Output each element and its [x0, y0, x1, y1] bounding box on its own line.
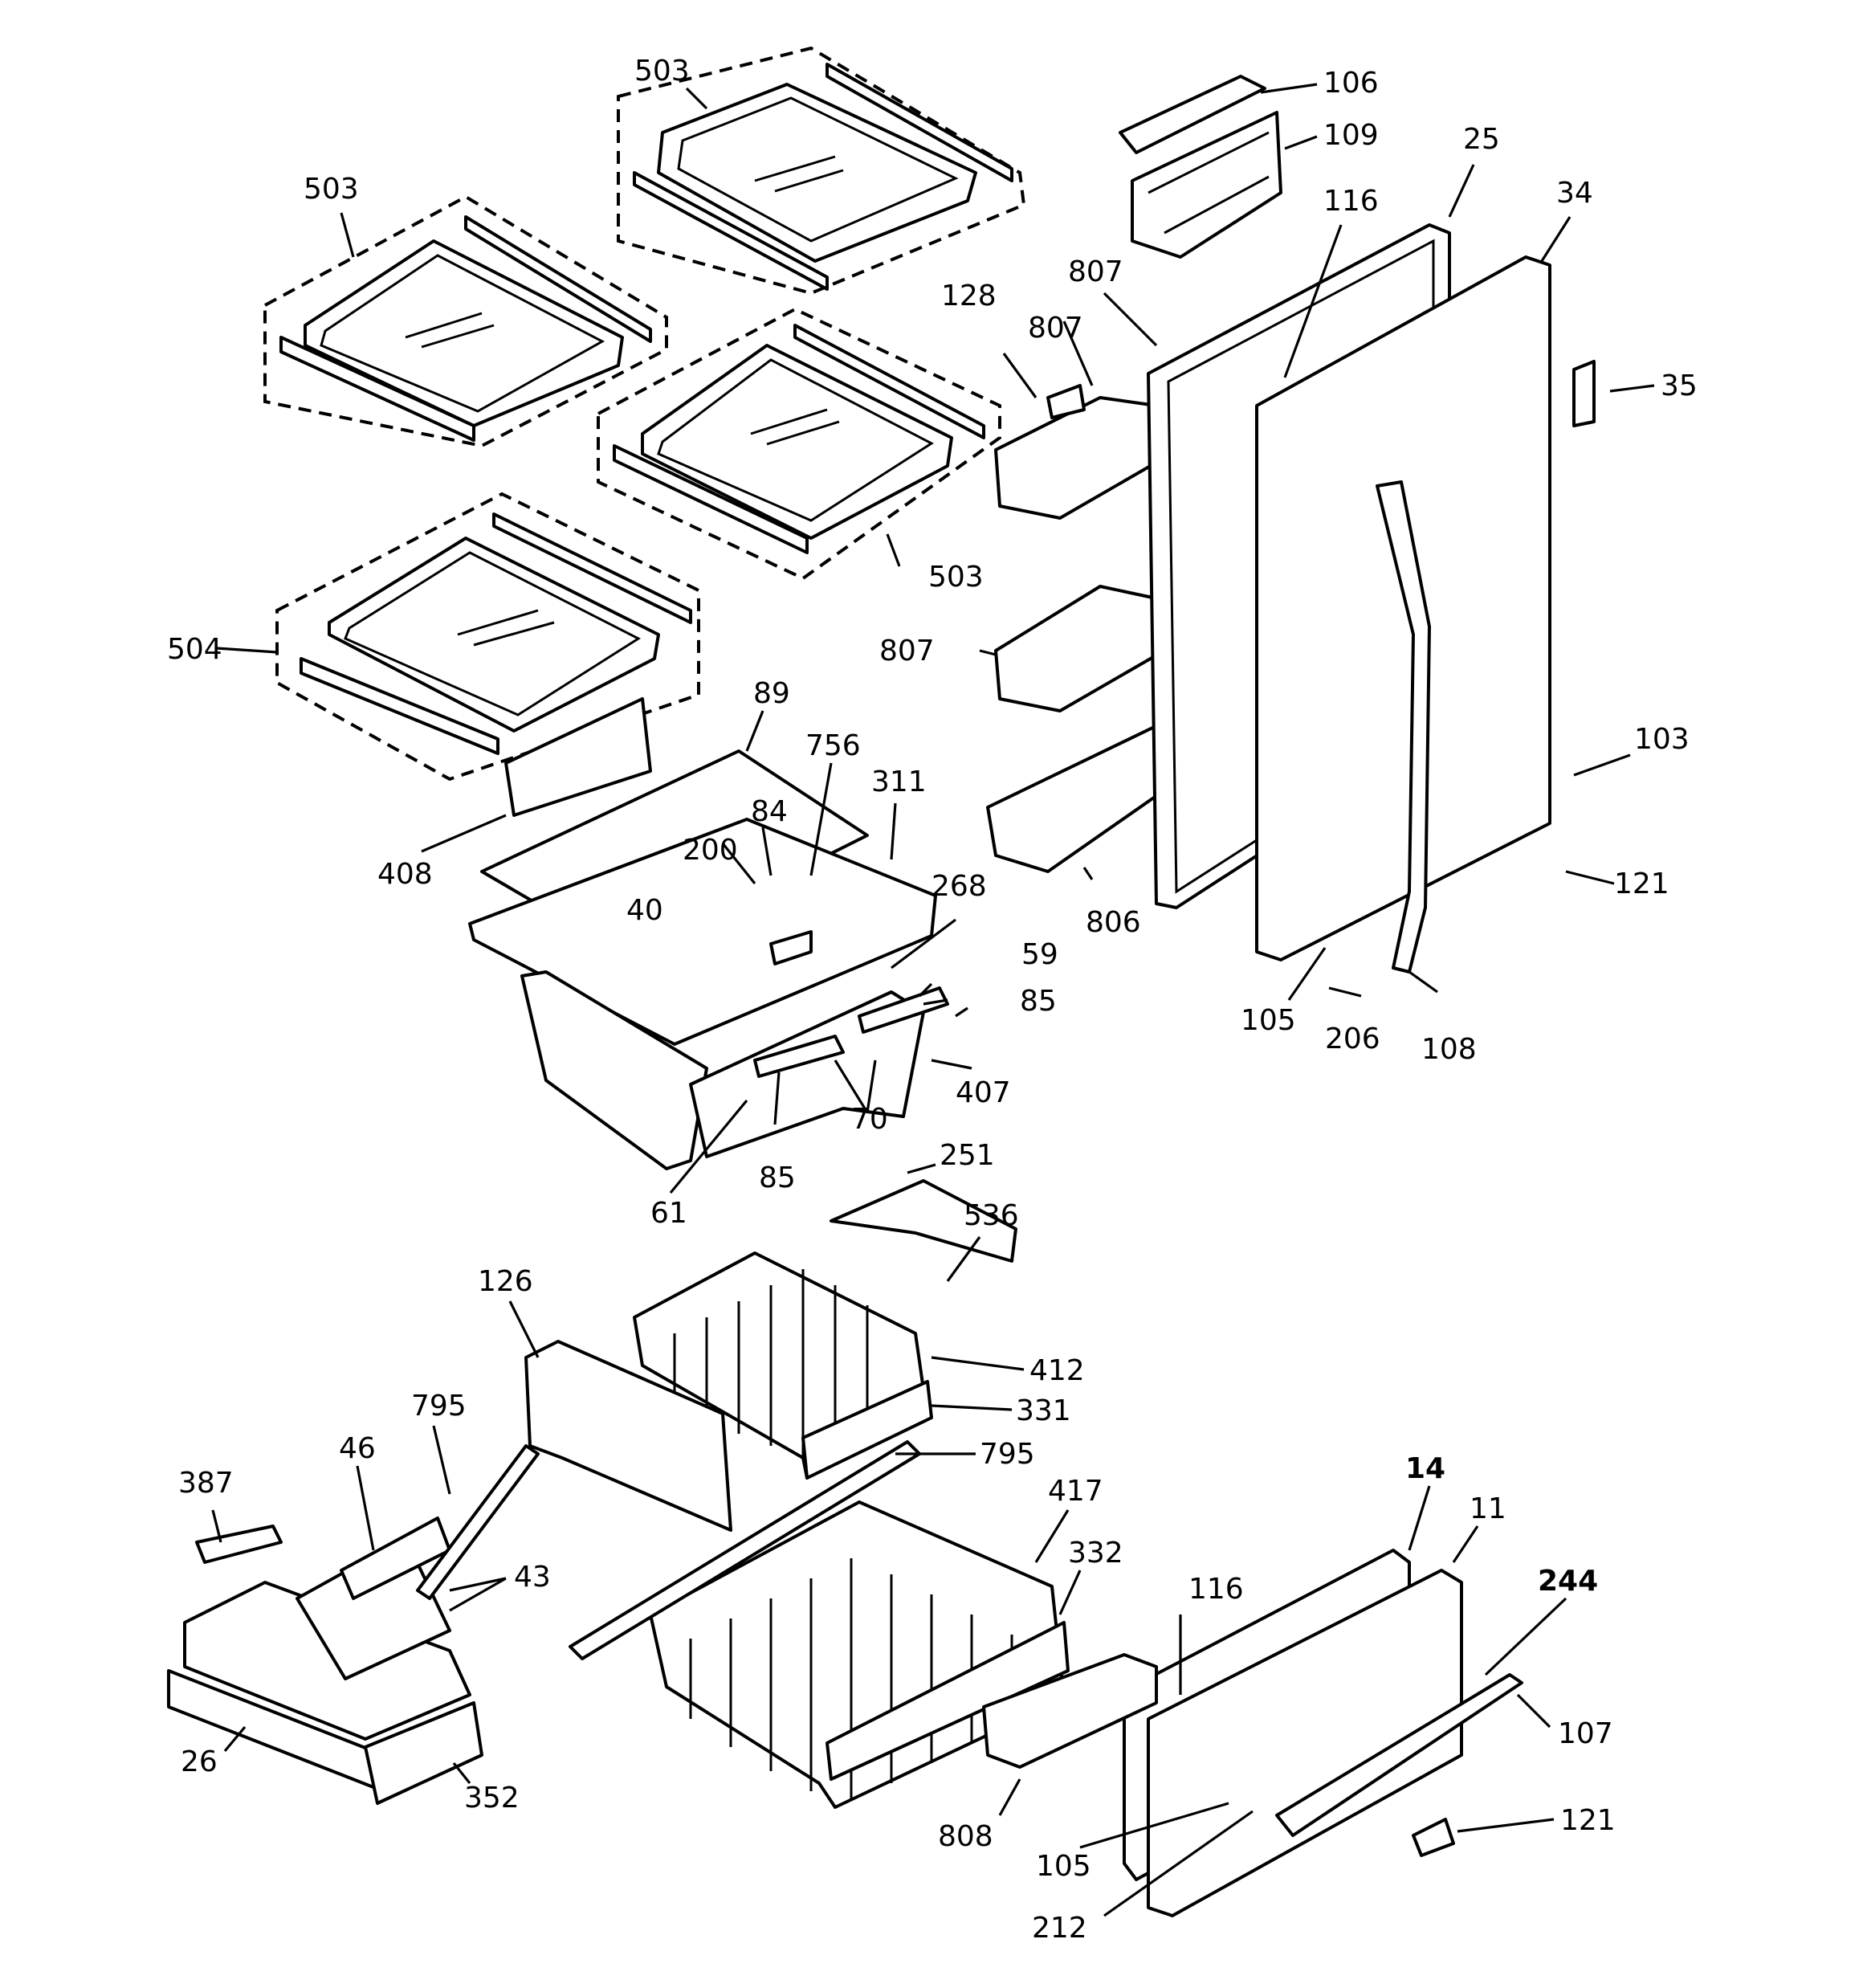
callout-11: 11: [1470, 1492, 1506, 1525]
callout-795: 795: [980, 1438, 1035, 1471]
shelf-assembly-504: [275, 492, 700, 817]
callout-109: 109: [1323, 119, 1379, 152]
callout-331: 331: [1016, 1394, 1071, 1427]
callout-43: 43: [514, 1561, 551, 1594]
shelf-assembly-mid: [597, 307, 1001, 581]
dairy-bin-106-109: [1119, 75, 1282, 259]
callout-407: 407: [956, 1076, 1011, 1109]
callout-536: 536: [964, 1199, 1019, 1232]
divider-126: [416, 1340, 732, 1600]
callout-116: 116: [1188, 1573, 1244, 1606]
callout-89: 89: [753, 677, 790, 710]
callout-807: 807: [879, 635, 935, 667]
callout-503: 503: [928, 561, 984, 594]
callout-756: 756: [805, 729, 861, 762]
callout-212: 212: [1032, 1912, 1087, 1945]
callout-503: 503: [634, 55, 690, 88]
callout-105: 105: [1036, 1850, 1091, 1883]
callout-46: 46: [339, 1432, 376, 1465]
callout-311: 311: [871, 765, 927, 798]
callout-807: 807: [1068, 255, 1123, 288]
crisper-assembly: [468, 749, 949, 1170]
callout-85: 85: [759, 1161, 796, 1194]
callout-59: 59: [1021, 938, 1058, 971]
callout-labels: 503 106 109 25 34 503 116 807 128 807 35…: [167, 55, 1698, 1945]
callout-200: 200: [683, 834, 738, 867]
callout-808: 808: [938, 1820, 993, 1853]
shelf-assembly-left: [263, 194, 668, 448]
callout-40: 40: [626, 894, 663, 927]
callout-85: 85: [1020, 985, 1057, 1018]
callout-408: 408: [377, 858, 433, 891]
callout-116: 116: [1323, 185, 1379, 218]
callout-504: 504: [167, 633, 222, 666]
callout-251: 251: [940, 1139, 995, 1172]
freezer-basket-lower: [569, 1440, 1070, 1809]
leader-lines: [211, 83, 1655, 1917]
callout-126: 126: [478, 1265, 533, 1298]
callout-26: 26: [181, 1745, 218, 1778]
callout-25: 25: [1463, 123, 1500, 156]
fresh-food-door: [1147, 223, 1596, 974]
callout-108: 108: [1421, 1033, 1477, 1066]
callout-795: 795: [411, 1390, 467, 1423]
callout-417: 417: [1048, 1475, 1103, 1508]
callout-106: 106: [1323, 67, 1379, 100]
shelf-assembly-top: [617, 46, 1026, 296]
callout-84: 84: [751, 795, 788, 828]
callout-121: 121: [1560, 1804, 1616, 1837]
callout-103: 103: [1634, 723, 1690, 756]
callout-34: 34: [1556, 177, 1593, 210]
callout-332: 332: [1068, 1537, 1123, 1570]
callout-107: 107: [1558, 1717, 1613, 1750]
callout-503: 503: [304, 173, 359, 206]
callout-806: 806: [1086, 906, 1141, 939]
callout-121: 121: [1614, 867, 1669, 900]
callout-35: 35: [1661, 369, 1698, 402]
callout-70: 70: [851, 1103, 888, 1136]
callout-352: 352: [464, 1782, 520, 1815]
freezer-basket-upper: [633, 1179, 1017, 1480]
callout-14: 14: [1405, 1452, 1445, 1485]
callout-244: 244: [1538, 1565, 1598, 1598]
callout-61: 61: [650, 1197, 687, 1230]
callout-128: 128: [941, 280, 997, 312]
callout-807: 807: [1028, 312, 1083, 345]
callout-105: 105: [1241, 1004, 1296, 1037]
callout-412: 412: [1029, 1354, 1085, 1387]
callout-387: 387: [178, 1467, 234, 1500]
callout-206: 206: [1325, 1023, 1380, 1055]
callout-268: 268: [932, 870, 987, 903]
